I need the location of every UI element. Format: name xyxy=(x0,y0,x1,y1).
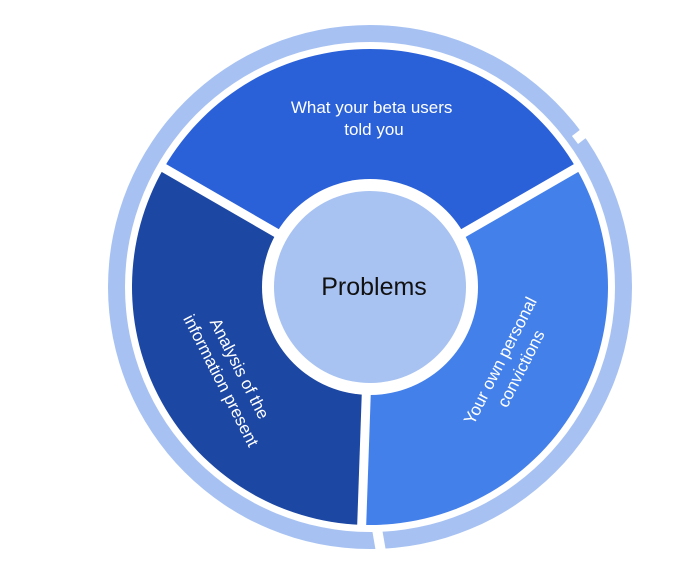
center-circle xyxy=(274,191,466,383)
segment-top-line-1: What your beta users xyxy=(291,98,453,117)
center-label: Problems xyxy=(321,273,427,301)
segment-divider-1 xyxy=(158,162,288,242)
segment-left xyxy=(131,168,367,525)
segment-top xyxy=(163,49,577,236)
outer-ring-gap-top xyxy=(83,120,147,155)
segment-right xyxy=(361,168,608,526)
segment-divider-3 xyxy=(357,384,372,530)
segment-divider-2 xyxy=(452,162,582,242)
outer-ring-gap-right xyxy=(571,86,644,144)
segment-top-line-2: told you xyxy=(344,120,404,139)
segment-label-top: What your beta users told you xyxy=(291,98,457,139)
segments-group xyxy=(131,49,608,530)
